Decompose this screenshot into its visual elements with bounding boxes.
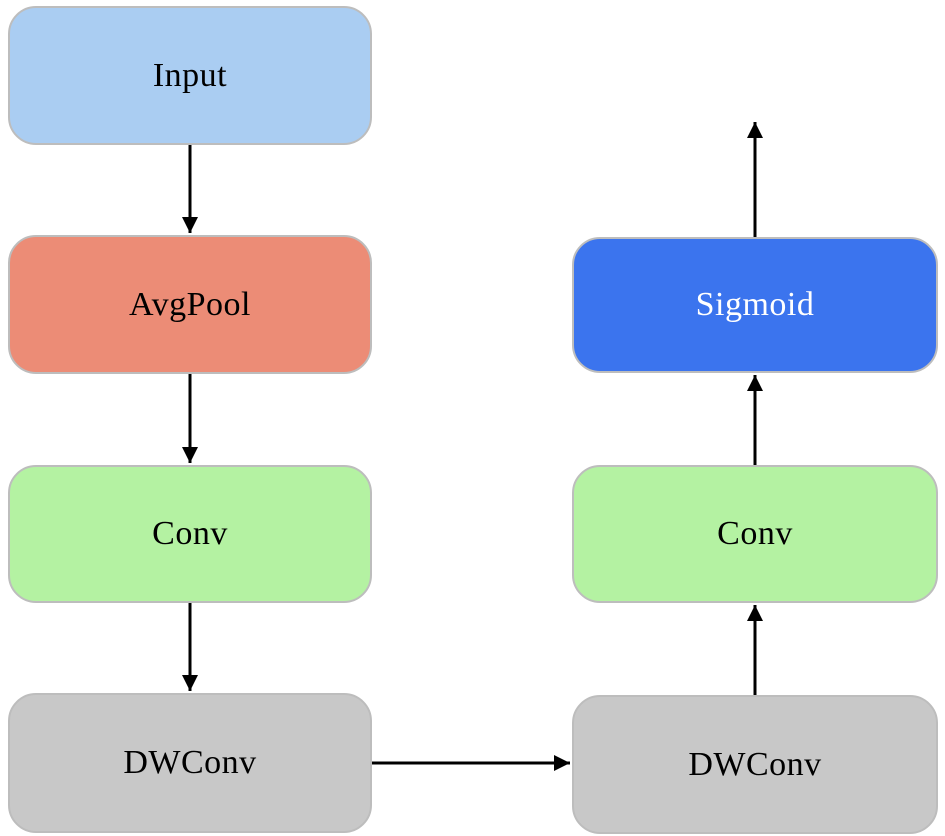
node-conv-right-label: Conv [717,515,793,552]
node-avgpool-label: AvgPool [129,285,251,323]
node-conv-left: Conv [8,465,372,603]
node-input: Input [8,6,372,145]
node-dwconv-right: DWConv [572,695,938,834]
node-avgpool: AvgPool [8,235,372,374]
node-conv-left-label: Conv [152,515,228,552]
node-dwconv-left: DWConv [8,693,372,833]
node-dwconv-left-label: DWConv [123,744,257,781]
node-conv-right: Conv [572,465,938,603]
node-input-label: Input [152,56,228,94]
node-sigmoid-label: Sigmoid [695,286,815,323]
node-dwconv-right-label: DWConv [688,745,822,783]
node-sigmoid: Sigmoid [572,237,938,373]
